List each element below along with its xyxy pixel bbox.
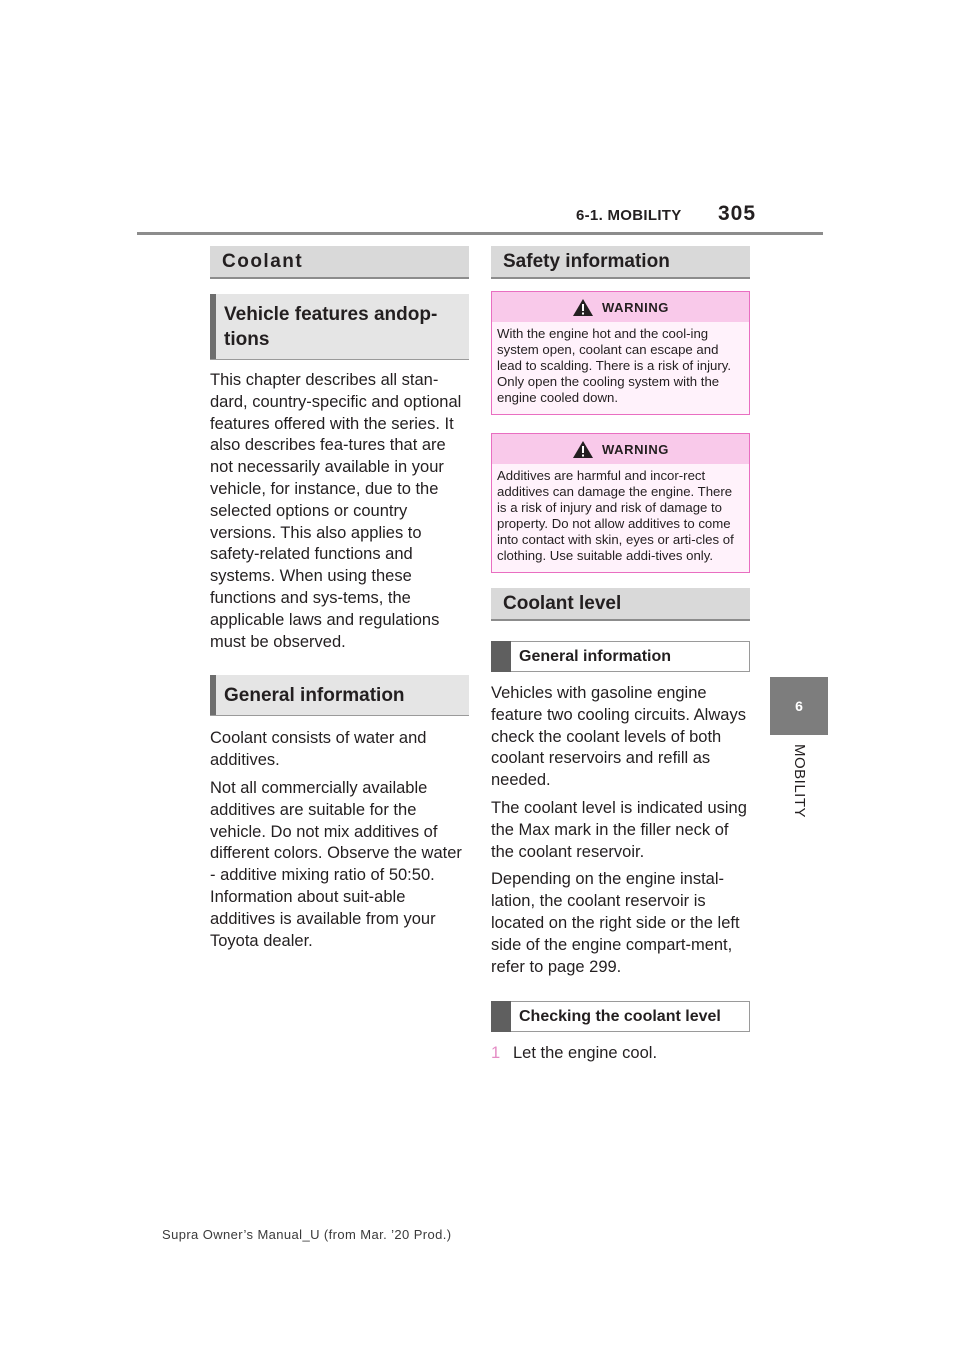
warning-header: WARNING [492, 292, 749, 322]
header-rule [137, 232, 823, 235]
coolant-general-information-heading: General information [491, 641, 750, 672]
chapter-tab: 6 [770, 677, 828, 735]
warning-label: WARNING [601, 441, 670, 457]
step-text: Let the engine cool. [513, 1044, 658, 1063]
coolant-level-paragraph-1: Vehicles with gasoline engine feature tw… [491, 684, 746, 790]
checking-coolant-level-heading: Checking the coolant level [491, 1001, 750, 1033]
coolant-level-title: Coolant level [491, 588, 750, 621]
warning-text: Additives are harmful and incor-rect add… [497, 468, 734, 563]
right-column: Safety information WARNING With the engi… [491, 246, 750, 1064]
warning-icon [572, 298, 593, 316]
warning-box-2: WARNING Additives are harmful and incor-… [491, 433, 750, 573]
coolant-level-paragraph-2: The coolant level is indicated using the… [491, 798, 747, 861]
step-item: 1 Let the engine cool. [491, 1042, 750, 1064]
section-title: 6-1. MOBILITY [576, 207, 682, 224]
warning-header: WARNING [492, 434, 749, 464]
chapter-tab-number: 6 [795, 698, 803, 714]
coolant-level-paragraph-3: Depending on the engine instal-lation, t… [491, 870, 740, 976]
page-number: 305 [718, 202, 757, 225]
vehicle-features-heading: Vehicle features andop-tions [210, 294, 469, 360]
safety-information-title: Safety information [491, 246, 750, 279]
general-information-heading: General information [210, 675, 469, 717]
manual-footer: Supra Owner’s Manual_U (from Mar. ’20 Pr… [162, 1227, 452, 1242]
coolant-title: Coolant [210, 246, 469, 279]
vehicle-features-paragraph: This chapter describes all stan-dard, co… [210, 371, 462, 651]
step-number: 1 [491, 1044, 501, 1063]
warning-label: WARNING [601, 299, 670, 315]
left-column: Coolant Vehicle features andop-tions Thi… [210, 246, 469, 952]
warning-icon [572, 440, 593, 458]
general-information-paragraph-1: Coolant consists of water and additives. [210, 729, 427, 770]
warning-text: With the engine hot and the cool-ing sys… [497, 326, 732, 405]
general-information-paragraph-2: Not all commercially available additives… [210, 778, 462, 950]
chapter-tab-label: MOBILITY [791, 744, 808, 819]
warning-box-1: WARNING With the engine hot and the cool… [491, 291, 750, 415]
